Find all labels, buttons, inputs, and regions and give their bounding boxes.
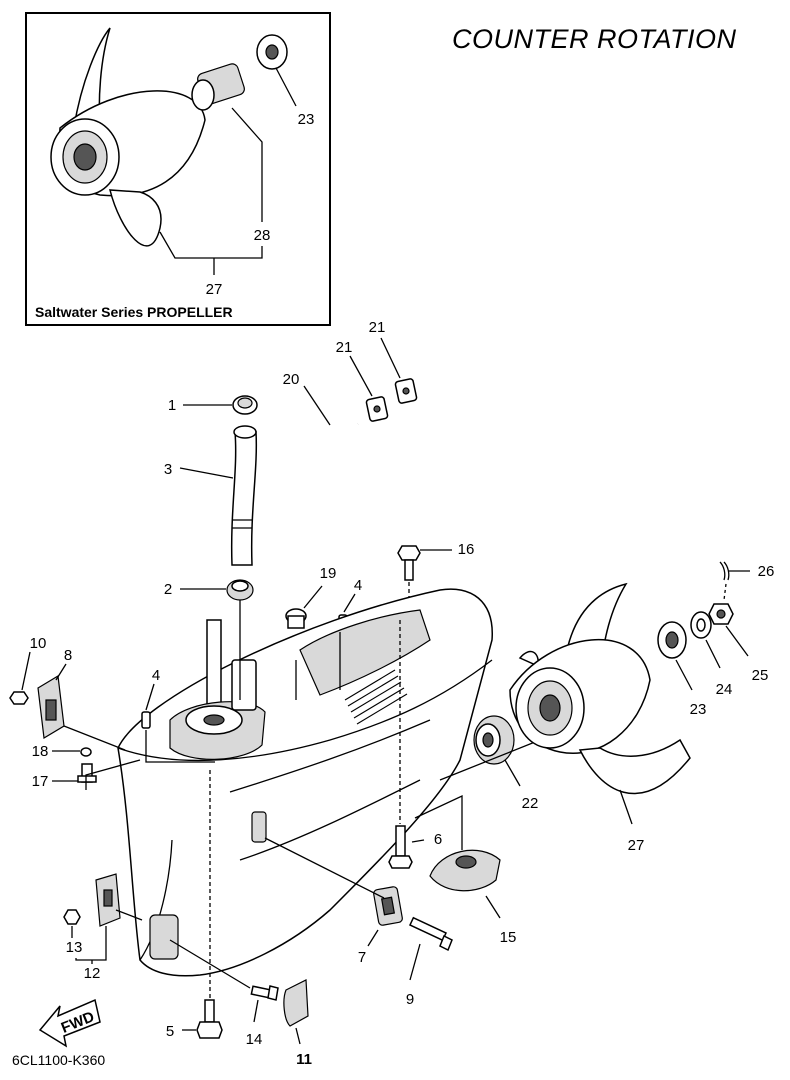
callout-21-b: 21 <box>369 319 386 336</box>
part-21-clip-b <box>394 378 418 404</box>
part-18-o-ring <box>80 747 92 757</box>
callout-23-inset: 23 <box>298 111 315 128</box>
callout-9: 9 <box>406 991 414 1008</box>
callout-13: 13 <box>66 939 83 956</box>
callout-25: 25 <box>752 667 769 684</box>
inset-spline-bushing <box>191 63 245 111</box>
part-5-bolt <box>196 999 223 1039</box>
part-12-anode <box>95 873 121 927</box>
part-21-clip-a <box>365 396 389 422</box>
callout-23: 23 <box>690 701 707 718</box>
part-10-bolt <box>9 691 29 705</box>
part-24-washer <box>690 611 712 639</box>
callout-1: 1 <box>168 397 176 414</box>
callout-18: 18 <box>32 743 49 760</box>
callout-2: 2 <box>164 581 172 598</box>
callout-16: 16 <box>458 541 475 558</box>
callout-26: 26 <box>758 563 775 580</box>
part-3-water-tube <box>230 425 258 566</box>
callout-22: 22 <box>522 795 539 812</box>
drawing-code: 6CL1100-K360 <box>12 1052 106 1068</box>
callout-10: 10 <box>30 635 47 652</box>
callout-27: 27 <box>628 837 645 854</box>
inset-panel: Saltwater Series PROPELLER <box>25 12 331 326</box>
callout-4-a: 4 <box>354 577 362 594</box>
part-19-plug <box>285 608 307 629</box>
callout-6: 6 <box>434 831 442 848</box>
fwd-arrow: FWD <box>38 998 101 1048</box>
part-1-seal <box>232 395 258 415</box>
callout-4-b: 4 <box>152 667 160 684</box>
part-13-nut <box>63 909 81 925</box>
callout-17: 17 <box>32 773 49 790</box>
callout-19: 19 <box>320 565 337 582</box>
part-6-bolt <box>388 825 413 869</box>
part-11-trim-tab <box>283 979 309 1027</box>
diagram-title: COUNTER ROTATION <box>452 24 737 54</box>
callout-27-inset: 27 <box>206 281 223 298</box>
inset-propeller <box>50 27 206 247</box>
callout-8: 8 <box>64 647 72 664</box>
callout-28: 28 <box>254 227 271 244</box>
part-22-thrust-washer <box>473 715 515 765</box>
part-2-grommet <box>226 579 254 601</box>
part-23-thrust-washer <box>657 621 687 659</box>
callout-7: 7 <box>358 949 366 966</box>
callout-20: 20 <box>283 371 300 388</box>
callout-14: 14 <box>246 1031 263 1048</box>
callout-3: 3 <box>164 461 172 478</box>
callout-15: 15 <box>500 929 517 946</box>
callout-12: 12 <box>84 965 101 982</box>
callout-11: 11 <box>296 1051 312 1068</box>
part-27-propeller <box>509 582 691 795</box>
callout-24: 24 <box>716 681 733 698</box>
inset-thrust-washer <box>256 34 288 70</box>
callout-21-a: 21 <box>336 339 353 356</box>
part-gear-case <box>117 588 493 977</box>
part-14-screw <box>250 985 279 1001</box>
part-8-cover <box>37 675 65 739</box>
part-15-anode <box>429 849 501 892</box>
part-20-tube <box>294 422 359 600</box>
part-16-bolt <box>397 545 421 581</box>
part-26-cotter-pin <box>719 561 730 581</box>
callout-5: 5 <box>166 1023 174 1040</box>
part-9-bolt <box>408 916 453 952</box>
part-7-plate <box>373 886 403 926</box>
part-4-dowel-b <box>141 711 151 729</box>
inset-caption: Saltwater Series PROPELLER <box>35 304 233 320</box>
part-25-nut <box>708 603 734 625</box>
